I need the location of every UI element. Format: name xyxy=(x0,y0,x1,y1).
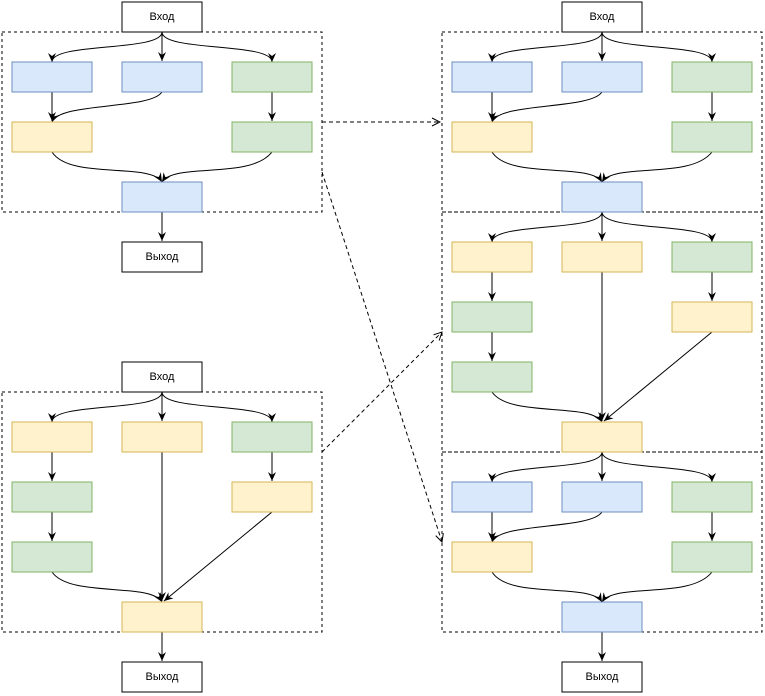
edge xyxy=(601,451,716,483)
node-green xyxy=(671,61,753,93)
edge xyxy=(601,571,713,603)
output-label: Выход xyxy=(146,251,179,263)
edge xyxy=(491,511,603,543)
edge xyxy=(488,451,603,483)
io-boxes xyxy=(121,1,643,693)
node-yellow xyxy=(451,121,533,153)
node-green xyxy=(451,301,533,333)
edge xyxy=(48,31,163,63)
edge xyxy=(51,151,163,183)
node-green xyxy=(231,61,313,93)
node-yellow xyxy=(11,421,93,453)
node-blue xyxy=(561,481,643,513)
output-box-a xyxy=(121,241,203,273)
input-box-a xyxy=(121,1,203,33)
connector-a-to-right-bottom xyxy=(321,171,442,542)
node-blue xyxy=(121,181,203,213)
mapping-connectors xyxy=(321,122,442,542)
node-yellow xyxy=(671,301,753,333)
node-blue xyxy=(561,601,643,633)
connector-b-to-right-middle xyxy=(321,332,442,453)
edge xyxy=(601,151,713,183)
output-label: Выход xyxy=(146,671,179,683)
io-labels: Вход Выход Вход Выход Вход Выход xyxy=(146,11,619,683)
node-yellow xyxy=(11,121,93,153)
input-label: Вход xyxy=(150,371,175,383)
node-yellow xyxy=(451,541,533,573)
node-yellow xyxy=(561,241,643,273)
node-blue xyxy=(121,61,203,93)
node-green xyxy=(11,481,93,513)
input-box-b xyxy=(121,361,203,393)
node-blue xyxy=(11,61,93,93)
edge xyxy=(491,151,603,183)
node-yellow xyxy=(231,481,313,513)
edge xyxy=(601,31,716,63)
edge xyxy=(491,571,603,603)
edge xyxy=(48,391,163,423)
edge xyxy=(161,391,276,423)
edge xyxy=(163,511,273,602)
edge xyxy=(601,211,716,243)
node-green xyxy=(671,541,753,573)
input-label: Вход xyxy=(150,11,175,23)
output-box-right xyxy=(561,661,643,693)
node-green xyxy=(451,361,533,393)
output-box-b xyxy=(121,661,203,693)
node-yellow xyxy=(561,421,643,453)
node-green xyxy=(11,541,93,573)
edge xyxy=(51,571,163,603)
node-yellow xyxy=(121,601,203,633)
node-green xyxy=(671,121,753,153)
output-label: Выход xyxy=(586,671,619,683)
node-blue xyxy=(561,61,643,93)
node-green xyxy=(231,421,313,453)
edge xyxy=(161,151,273,183)
node-green xyxy=(231,121,313,153)
edge xyxy=(51,91,163,123)
node-blue xyxy=(451,481,533,513)
node-blue xyxy=(451,61,533,93)
nodes xyxy=(11,61,753,633)
input-label: Вход xyxy=(590,11,615,23)
node-yellow xyxy=(121,421,203,453)
node-green xyxy=(671,241,753,273)
input-box-right xyxy=(561,1,643,33)
node-green xyxy=(671,481,753,513)
node-yellow xyxy=(451,241,533,273)
edges xyxy=(48,31,716,661)
edge xyxy=(603,331,713,422)
edge xyxy=(488,211,603,243)
edge xyxy=(488,31,603,63)
edge xyxy=(491,391,603,423)
edge xyxy=(161,31,276,63)
node-blue xyxy=(561,181,643,213)
edge xyxy=(491,91,603,123)
